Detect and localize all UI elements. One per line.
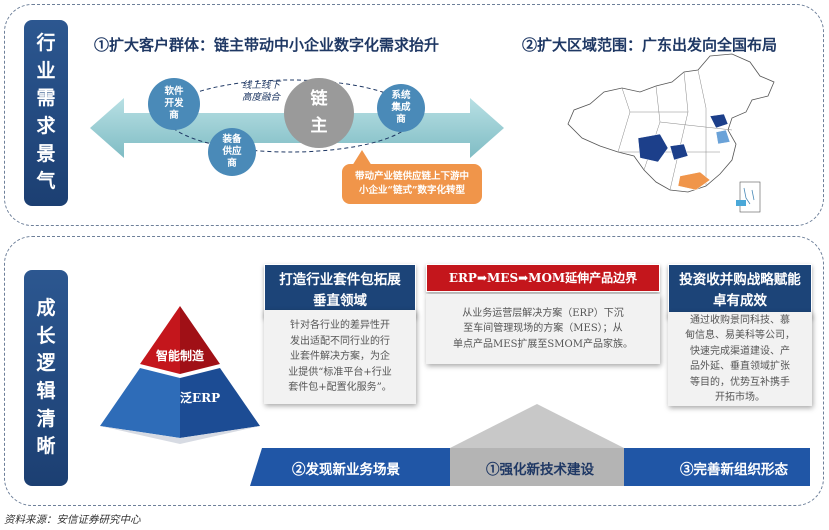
- growth-logic-panel: [4, 236, 824, 506]
- callout-pointer: [352, 150, 372, 166]
- node-text: 装备: [222, 134, 242, 146]
- card-body-line: 针对各行业的差异性开: [290, 320, 390, 332]
- pyramid-bottom-left: [100, 368, 180, 438]
- bar-center-peak: [450, 404, 624, 448]
- card-body-line: 业提供“标准平台+行业: [288, 366, 392, 378]
- card-body-line: 甸信息、易美科等公司，: [685, 330, 795, 341]
- chain-digitalization-callout: 带动产业链供应链上下游中 小企业“链式”数字化转型: [342, 164, 482, 204]
- pyramid-top-label: 智能制造: [156, 349, 205, 363]
- pyramid-base-shadow: [100, 426, 260, 444]
- card-body-line: 套件包+配置化服务”。: [288, 382, 392, 394]
- node-text: 集成: [391, 102, 411, 114]
- pyramid-graphic: [100, 306, 260, 444]
- bar-center-segment: [450, 448, 624, 486]
- side-char: 辑: [36, 380, 56, 402]
- side-char: 晰: [36, 435, 56, 458]
- card-title-line: 卓有成效: [713, 293, 767, 309]
- heading-expand-regions: ②扩大区域范围：广东出发向全国布局: [522, 36, 778, 54]
- callout-line: 小企业“链式”数字化转型: [359, 185, 465, 196]
- card-mna-title: 投资收并购战略赋能 卓有成效: [668, 264, 812, 318]
- online-offline-note: 线上线下 高度融合: [226, 80, 296, 104]
- industry-demand-panel: [4, 4, 824, 226]
- side-char: 长: [36, 324, 56, 347]
- node-text: 系统: [391, 90, 411, 102]
- bar-right-segment: [624, 448, 810, 486]
- card-mna-body: 通过收购景同科技、慕 甸信息、易美科等公司， 快速完成渠道建设、产 品外延、垂直…: [668, 312, 812, 406]
- bar-left-segment: [262, 448, 450, 486]
- source-note: 资料来源：安信证券研究中心: [4, 514, 141, 526]
- card-body-line: 等目的，优势互补携手: [690, 376, 790, 388]
- node-text: 主: [310, 116, 328, 136]
- pyramid-top-left: [140, 306, 180, 374]
- chain-master-node: 链主: [284, 78, 354, 148]
- card-title-line: 垂直领域: [313, 293, 367, 309]
- card-product-extension-body: 从业务运营层解决方案（ERP）下沉 至车间管理现场的方案（MES）；从 单点产品…: [426, 294, 660, 364]
- bar-label-new-scenarios: ②发现新业务场景: [292, 462, 400, 478]
- side-char: 行: [36, 32, 56, 55]
- heading-expand-customers: ①扩大客户群体：链主带动中小企业数字化需求抬升: [94, 36, 440, 54]
- card-body-line: 从业务运营层解决方案（ERP）下沉: [462, 307, 624, 319]
- pyramid-top-right: [180, 306, 220, 374]
- system-integrator-node: 系统集成商: [377, 84, 425, 132]
- side-char: 气: [36, 170, 56, 193]
- card-vertical-expansion-title: 打造行业套件包拓展 垂直领域: [264, 264, 416, 318]
- note-line: 高度融合: [241, 91, 280, 103]
- node-text: 商: [227, 157, 237, 169]
- pyramid-bottom-label: 泛ERP: [180, 391, 221, 405]
- card-body-line: 业套件解决方案，为企: [290, 351, 390, 363]
- software-developer-node: 软件开发商: [148, 78, 200, 130]
- note-line: 线上线下: [241, 80, 280, 91]
- side-char: 景: [36, 142, 56, 165]
- side-char: 逻: [36, 352, 56, 375]
- equipment-supplier-node: 装备供应商: [208, 128, 256, 176]
- shandong-region: [709, 113, 729, 129]
- chongqing-region: [669, 143, 689, 161]
- card-title-line: 打造行业套件包拓展: [279, 272, 401, 289]
- china-map: [567, 53, 775, 213]
- side-char: 清: [36, 407, 56, 430]
- node-text: 链: [310, 88, 328, 109]
- card-body-line: 至车间管理现场的方案（MES）；从: [463, 323, 623, 335]
- card-body-line: 开拓市场。: [715, 392, 765, 403]
- node-text: 开发: [164, 98, 184, 110]
- jiangsu-region: [715, 129, 731, 145]
- node-text: 商: [396, 113, 406, 125]
- callout-line: 带动产业链供应链上下游中: [354, 171, 469, 183]
- province-lines: [617, 69, 733, 191]
- card-body-line: 通过收购景同科技、慕: [690, 314, 790, 326]
- south-sea-islands: [743, 187, 755, 205]
- side-label-growth-logic: 成 长 逻 辑 清 晰: [24, 270, 68, 486]
- card-body-line: 发出适配不同行业的行: [290, 335, 390, 347]
- node-text: 供应: [222, 146, 242, 158]
- sichuan-region: [637, 133, 669, 163]
- card-product-extension-title: ERP➡MES➡MOM延伸产品边界: [426, 264, 660, 292]
- bar-label-new-technology: ①强化新技术建设: [486, 462, 594, 478]
- card-title-line: 投资收并购战略赋能: [679, 272, 801, 289]
- card-body-line: 品外延、垂直领域扩张: [690, 361, 790, 372]
- south-sea-highlight: [736, 200, 746, 206]
- node-text: 软件: [164, 86, 184, 98]
- side-char: 求: [36, 115, 56, 137]
- node-text: 商: [169, 109, 179, 121]
- side-char: 业: [36, 59, 56, 82]
- pyramid-bottom-right: [180, 368, 260, 438]
- side-label-industry-demand: 行 业 需 求 景 气: [24, 20, 68, 206]
- card-body-line: 快速完成渠道建设、产: [690, 345, 790, 357]
- guangdong-region: [677, 171, 711, 191]
- side-char: 成: [36, 297, 56, 320]
- side-char: 需: [36, 87, 56, 110]
- bar-left-tip: [250, 448, 262, 486]
- card-vertical-expansion-body: 针对各行业的差异性开 发出适配不同行业的行 业套件解决方案，为企 业提供“标准平…: [264, 310, 416, 404]
- bar-label-new-organization: ③完善新组织形态: [680, 462, 788, 478]
- card-body-line: 单点产品MES扩展至SMOM产品家族。: [453, 338, 633, 350]
